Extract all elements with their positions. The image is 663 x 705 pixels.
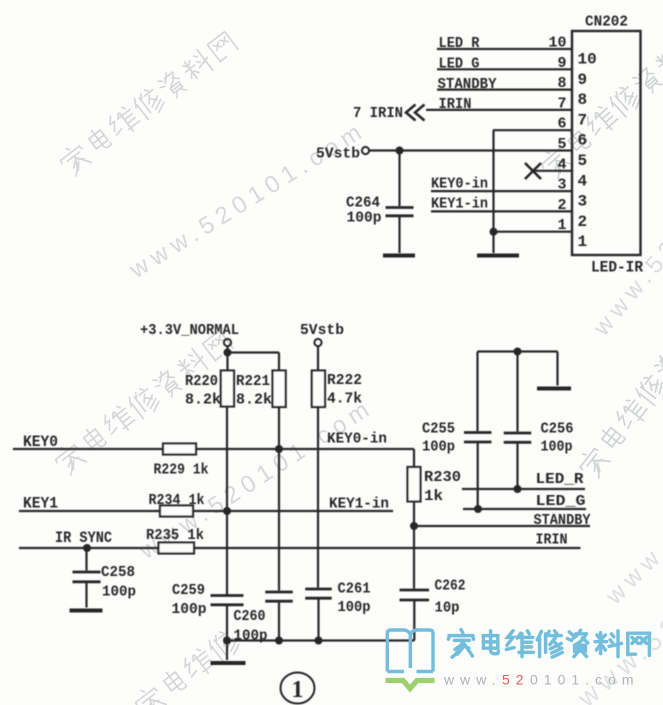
svg-text:STANDBY: STANDBY [534,512,591,529]
svg-text:C255: C255 [422,421,455,438]
svg-text:10: 10 [548,35,566,52]
svg-text:KEY0-in: KEY0-in [431,176,488,193]
svg-text:2: 2 [578,213,588,231]
svg-text:C258: C258 [101,564,135,581]
svg-text:4: 4 [578,172,588,190]
svg-text:KEY1-in: KEY1-in [431,196,488,213]
svg-text:2: 2 [557,197,566,214]
svg-text:IR SYNC: IR SYNC [55,529,112,547]
svg-text:100p: 100p [172,601,207,618]
svg-text:5Vstb: 5Vstb [316,146,360,163]
svg-text:KEY1: KEY1 [23,495,58,513]
svg-text:LED-IR: LED-IR [591,259,643,277]
svg-text:100p: 100p [338,599,371,616]
svg-text:100p: 100p [102,584,136,601]
svg-text:5: 5 [578,152,588,170]
svg-text:KEY1-in: KEY1-in [329,496,389,513]
svg-text:8: 8 [578,91,588,109]
svg-text:100p: 100p [541,439,573,456]
svg-text:KEY0-in: KEY0-in [327,431,387,448]
svg-text:3: 3 [578,193,588,211]
svg-text:IRIN: IRIN [439,96,472,113]
svg-text:8.2k: 8.2k [185,392,221,409]
svg-text:6: 6 [578,132,588,150]
svg-text:7 IRIN: 7 IRIN [353,105,403,122]
svg-text:www.520101.com: www.520101.com [124,116,371,284]
svg-text:CN202: CN202 [585,14,628,31]
svg-text:C259: C259 [172,582,205,599]
svg-text:1: 1 [292,677,304,703]
svg-text:9: 9 [557,55,566,72]
svg-text:1: 1 [557,217,566,234]
svg-text:+3.3V_NORMAL: +3.3V_NORMAL [140,322,239,339]
svg-text:R220: R220 [185,373,218,390]
svg-text:8.2k: 8.2k [236,392,272,409]
svg-text:C260: C260 [234,608,266,625]
svg-text:C264: C264 [346,195,380,212]
svg-text:6: 6 [557,116,566,133]
svg-text:R230: R230 [424,469,461,486]
svg-text:LED_R: LED_R [439,35,480,52]
svg-text:www.520101.com: www.520101.com [587,114,663,342]
svg-text:STANDBY: STANDBY [438,76,497,93]
svg-text:10: 10 [578,51,597,69]
svg-text:C261: C261 [338,581,371,598]
svg-text:52: 52 [502,672,530,688]
svg-text:R229 1k: R229 1k [154,462,209,479]
svg-text:3: 3 [557,177,566,194]
svg-text:KEY0: KEY0 [23,433,58,451]
svg-text:IRIN: IRIN [536,532,568,549]
svg-text:R222: R222 [327,372,362,389]
svg-text:C256: C256 [541,421,574,438]
svg-text:9: 9 [578,71,588,89]
svg-text:7: 7 [578,111,588,129]
svg-text:R235 1k: R235 1k [146,527,204,544]
svg-text:0101.com: 0101.com [530,672,639,688]
svg-text:100p: 100p [234,628,268,645]
svg-text:R221: R221 [236,373,270,390]
svg-text:100p: 100p [422,439,455,456]
svg-text:10p: 10p [435,600,460,617]
svg-text:4.7k: 4.7k [327,391,362,408]
svg-text:C262: C262 [435,578,466,595]
svg-text:4: 4 [557,156,566,173]
svg-text:LED_G: LED_G [439,56,480,73]
svg-text:8: 8 [557,75,566,92]
svg-text:LED_R: LED_R [536,471,584,488]
svg-text:1k: 1k [424,488,443,505]
svg-text:LED_G: LED_G [536,493,586,510]
svg-text:5: 5 [557,136,566,153]
svg-text:1: 1 [578,233,588,251]
svg-text:R234 1k: R234 1k [149,492,205,509]
svg-text:100p: 100p [347,210,382,227]
svg-text:7: 7 [557,95,566,112]
svg-text:5Vstb: 5Vstb [300,322,344,339]
svg-text:www.: www. [443,672,501,688]
